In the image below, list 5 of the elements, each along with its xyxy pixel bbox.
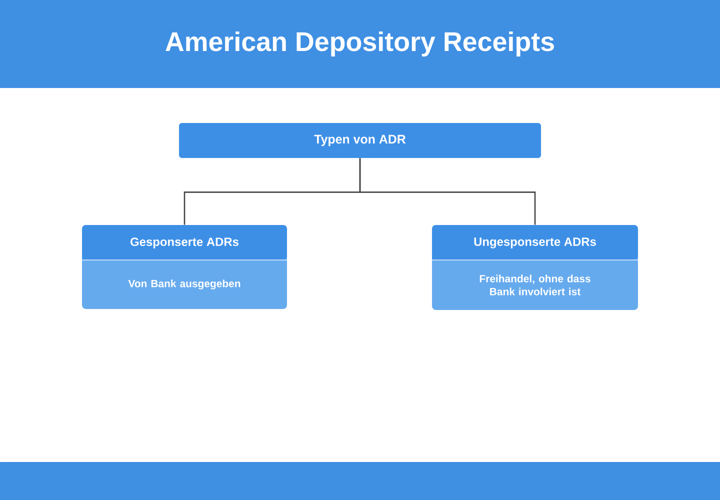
connector — [359, 158, 536, 225]
category-card: Ungesponserte ADRs Freihandel, ohne dass Bank involviert ist — [432, 225, 638, 310]
title-banner: American Depository Receipts — [0, 0, 720, 88]
category-card: Gesponserte ADRs Von Bank ausgegeben — [82, 225, 288, 309]
root-box: Typen von ADR — [179, 123, 541, 158]
